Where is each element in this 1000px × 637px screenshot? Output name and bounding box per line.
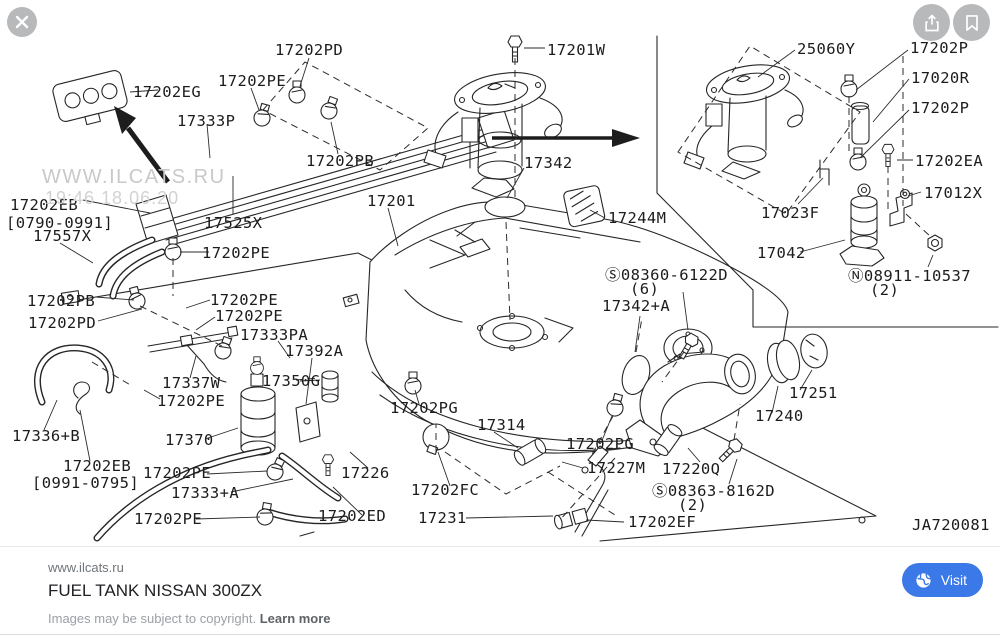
bookmark-button[interactable] [953,4,990,41]
part-label: 17202PB [27,292,95,310]
part-label: 17020R [911,69,970,87]
part-label: 17202PG [566,435,634,453]
inset-pump-assembly [683,64,943,267]
part-label: 17202EB [63,457,131,475]
part-label: 17202FC [411,481,479,499]
visit-button[interactable]: Visit [901,563,983,597]
part-label: 17202PE [143,464,211,482]
part-label: 17202PE [218,72,286,90]
part-label: 17314 [477,416,526,434]
share-button[interactable] [913,4,950,41]
part-label: 17336+B [12,427,80,445]
part-label: 17240 [755,407,804,425]
part-label: 17202PG [390,399,458,417]
copyright-notice: Images may be subject to copyright. Lear… [48,611,331,626]
part-label: 17333+A [171,484,239,502]
part-label: 17202EG [133,83,201,101]
visit-label: Visit [940,572,967,588]
part-label: 17557X [33,227,92,245]
part-label: 17244M [608,209,666,227]
part-label: 17370 [165,431,214,449]
pointer-arrow-upleft [114,106,171,184]
part-label: 17333P [177,112,235,130]
part-label: 17202PD [28,314,96,332]
part-label: Ⓢ08363-8162D [652,482,775,500]
part-label: (2) [678,496,707,514]
part-label: [0790-0991] [6,214,113,232]
watermark-text: 19:46 18.06.20 [45,188,179,208]
part-label: 17202EA [915,152,983,170]
learn-more-link[interactable]: Learn more [259,611,331,626]
pointer-arrow-right [492,129,640,147]
part-label: 17202P [910,39,968,57]
image-source-domain: www.ilcats.ru [48,560,124,575]
part-label: 17342 [524,154,573,172]
watermark-text: WWW.ILCATS.RU [42,166,226,188]
part-label: 17220Q [662,460,720,478]
part-label: (6) [630,280,659,298]
globe-icon [914,571,933,589]
gasket-17342 [484,196,526,218]
filler-neck [625,333,828,457]
part-label: 17227M [587,459,645,477]
bottom-divider [0,634,1000,635]
grommet-17244M [563,185,606,228]
part-label: 17201W [547,41,606,59]
copyright-text: Images may be subject to copyright. [48,611,257,626]
part-label: 17392A [285,342,344,360]
close-button[interactable] [7,7,37,37]
part-label: 17202PE [215,307,283,325]
part-label: 17202PE [210,291,278,309]
lower-left-hoses [33,325,349,542]
part-label: 17202PE [157,392,225,410]
part-label: 17023F [761,204,819,222]
part-label: 17012X [924,184,983,202]
inset-border [656,35,999,328]
part-label: 17201 [367,192,416,210]
part-label: 17202EF [628,513,696,531]
share-icon [924,14,939,31]
assembly-dashed-lines [91,45,931,521]
part-label: 17525X [204,214,263,232]
fuel-pump-assembly [423,35,563,198]
part-label: 17350G [262,372,320,390]
part-label: 17226 [341,464,390,482]
part-label: 17337W [162,374,221,392]
part-label: (2) [870,281,899,299]
close-icon [15,15,29,29]
part-label: Ⓝ08911-10537 [848,267,971,285]
part-label: 17202P [911,99,969,117]
image-info-bar: www.ilcats.ru FUEL TANK NISSAN 300ZX Ima… [0,546,1000,637]
part-label: 17202ED [318,507,386,525]
bookmark-icon [965,14,978,31]
part-label: [0991-0795] [32,474,139,492]
fuel-tank-drawing [342,201,789,474]
part-label: 17202EB [10,196,78,214]
part-label: 17202PE [134,510,202,528]
part-label: 17342+A [602,297,670,315]
part-label: 17042 [757,244,806,262]
part-label: 17202PD [275,41,343,59]
part-label: 25060Y [797,40,856,58]
grommet-17202EG [52,70,128,126]
part-label: 17202PE [202,244,270,262]
drawing-number: JA720081 [912,516,990,534]
part-label: 17251 [789,384,838,402]
part-label: 17231 [418,509,467,527]
part-label: 17202PB [306,152,374,170]
part-label: 17333PA [240,326,308,344]
image-title[interactable]: FUEL TANK NISSAN 300ZX [48,581,263,600]
part-label: Ⓢ08360-6122D [605,266,728,284]
callout-leader-lines [43,47,934,523]
